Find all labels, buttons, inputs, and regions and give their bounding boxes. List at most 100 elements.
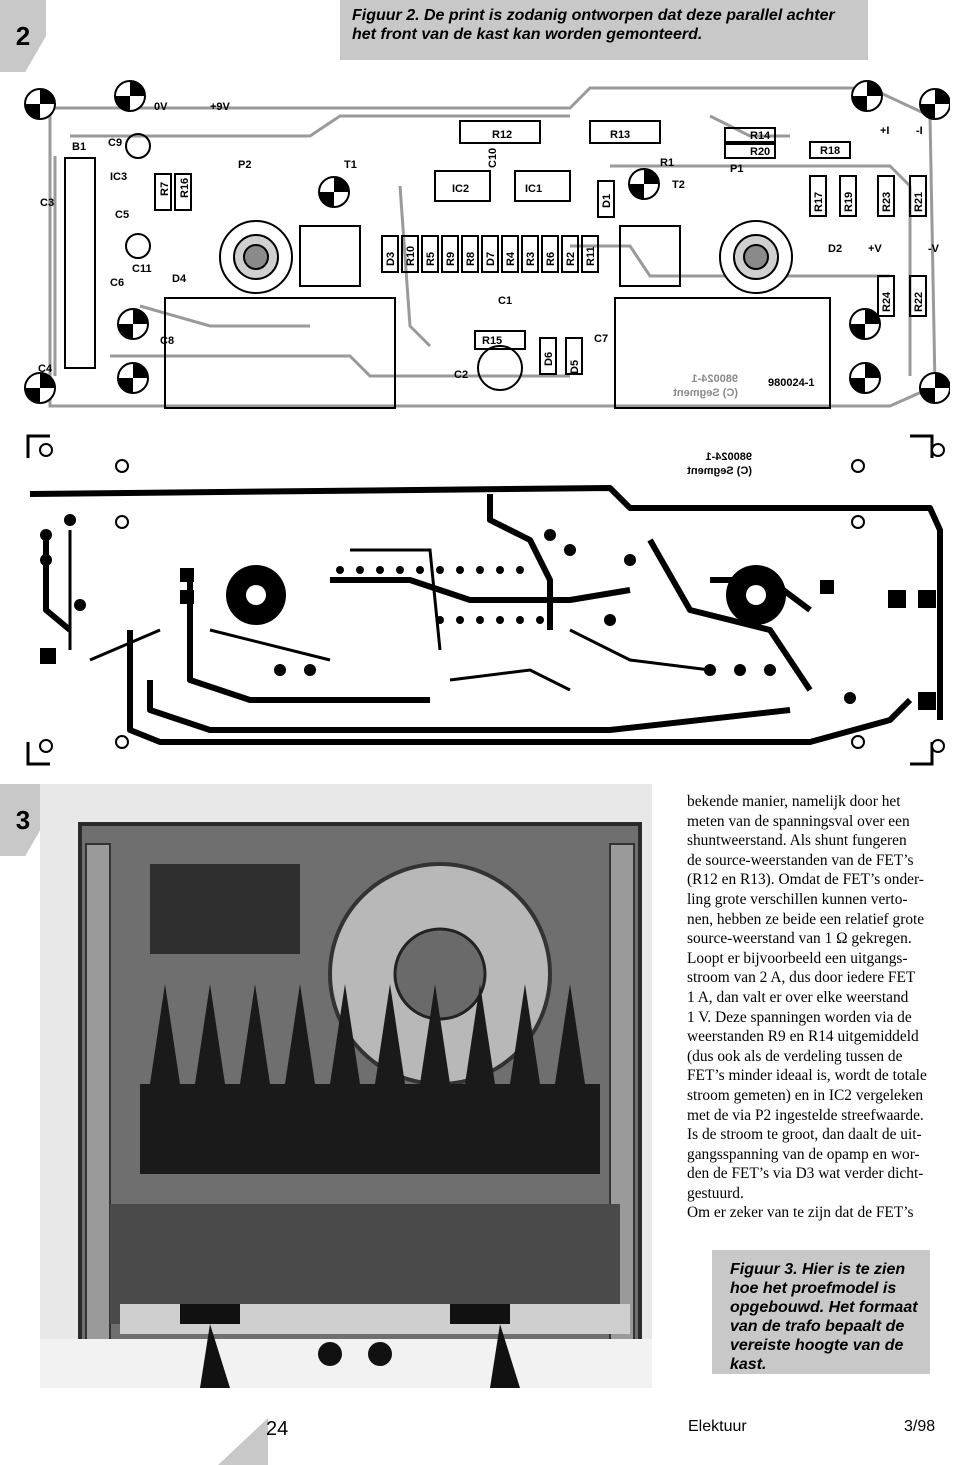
article-line: Om er zeker van te zijn dat de FET’s — [687, 1204, 914, 1222]
label-ic1: IC1 — [525, 183, 542, 195]
label-r20: R20 — [750, 146, 770, 158]
registration-mark-icon — [114, 80, 146, 112]
article-line: (dus ook als de verdeling tussen de — [687, 1047, 903, 1065]
registration-mark-icon — [851, 80, 883, 112]
article-line: bekende manier, namelijk door het — [687, 793, 901, 810]
label-r6: R6 — [545, 252, 557, 266]
article-line: 1 V. Deze spanningen worden via de — [687, 1008, 912, 1026]
label-minus-i: -I — [916, 125, 923, 137]
prototype-photo — [40, 784, 652, 1388]
article-line: met de via P2 ingestelde streefwaarde. — [687, 1106, 924, 1124]
registration-mark-icon — [24, 88, 56, 120]
label-ic2: IC2 — [452, 183, 469, 195]
article-line: (R12 en R13). Omdat de FET’s onder- — [687, 871, 924, 889]
label-r16: R16 — [179, 178, 191, 198]
label-d3: D3 — [385, 252, 397, 266]
label-r19: R19 — [843, 192, 855, 212]
label-p2: P2 — [238, 159, 251, 171]
potentiometer-p1-graphic — [719, 220, 793, 294]
mirrored-copyright-copper: (C) Segment — [687, 465, 752, 477]
label-plus-9v: +9V — [210, 101, 231, 113]
figure-3-caption: Figuur 3. Hier is te zien hoe het proefm… — [712, 1250, 930, 1374]
potentiometer-p2-graphic — [219, 220, 293, 294]
label-c8: C8 — [160, 335, 174, 347]
label-r24: R24 — [881, 291, 893, 312]
article-line: 1 A, dan valt er over elke weerstand — [687, 988, 909, 1006]
label-c5: C5 — [115, 209, 129, 221]
label-d5: D5 — [569, 360, 581, 374]
prototype-photo-illustration — [40, 784, 652, 1388]
registration-mark-icon — [24, 372, 56, 404]
label-r10: R10 — [405, 246, 417, 266]
figure-2-caption: Figuur 2. De print is zodanig ontworpen … — [340, 0, 868, 60]
registration-mark-icon — [849, 362, 881, 394]
article-line: source-weerstand van 1 Ω gekregen. — [687, 930, 912, 948]
mirrored-board-code-top: 980024-1 — [692, 373, 739, 385]
label-r23: R23 — [881, 192, 893, 212]
label-r21: R21 — [913, 192, 925, 212]
issue-number: 3/98 — [904, 1418, 936, 1435]
label-c2: C2 — [454, 369, 468, 381]
label-d7: D7 — [485, 252, 497, 266]
article-line: Loopt er bijvoorbeeld een uitgangs- — [687, 949, 908, 967]
label-plus-i: +I — [880, 125, 889, 137]
footer-corner-triangle — [218, 1418, 268, 1465]
label-c10: C10 — [487, 148, 499, 168]
pcb-component-layout: 0V +9V B1 C9 IC3 C3 C5 C6 C11 R7 R16 D4 … — [10, 76, 951, 420]
label-c9: C9 — [108, 137, 122, 149]
label-c4: C4 — [38, 363, 53, 375]
article-line: nen, hebben ze beide een relatief grote — [687, 910, 925, 928]
label-c3: C3 — [40, 197, 54, 209]
pcb-copper-layout: 980024-1 (C) Segment — [10, 430, 950, 770]
label-d4: D4 — [172, 273, 187, 285]
label-d6: D6 — [543, 352, 555, 366]
label-minus-v: -V — [928, 243, 940, 255]
article-line: weerstanden R9 en R14 uitgemiddeld — [687, 1028, 919, 1046]
label-0v: 0V — [154, 101, 168, 113]
registration-mark-icon — [117, 308, 149, 340]
label-ic3: IC3 — [110, 171, 127, 183]
label-r17: R17 — [813, 192, 825, 212]
label-r14: R14 — [750, 130, 771, 142]
registration-mark-icon — [318, 176, 350, 208]
label-b1: B1 — [72, 141, 86, 153]
label-c6: C6 — [110, 277, 124, 289]
label-r4: R4 — [505, 251, 517, 266]
article-line: Is de stroom te groot, dan daalt de uit- — [687, 1126, 922, 1144]
magazine-name: Elektuur — [688, 1418, 747, 1435]
article-line: de source-weerstanden van de FET’s — [687, 851, 914, 869]
article-line: gestuurd. — [687, 1184, 744, 1202]
label-t1: T1 — [344, 159, 357, 171]
pcb-copper-layout-drawing: 980024-1 (C) Segment — [26, 434, 945, 766]
label-r3: R3 — [525, 252, 537, 266]
registration-mark-icon — [849, 308, 881, 340]
label-r15: R15 — [482, 335, 502, 347]
label-r7: R7 — [159, 182, 171, 196]
registration-mark-icon — [117, 362, 149, 394]
article-line: gangsspanning van de opamp en wor- — [687, 1145, 920, 1163]
article-line: meten van de spanningsval over een — [687, 812, 910, 830]
figure-3-number: 3 — [15, 804, 31, 835]
label-r11: R11 — [585, 246, 597, 266]
label-p1: P1 — [730, 163, 743, 175]
article-body: bekende manier, namelijk door het meten … — [687, 792, 959, 1223]
label-r12: R12 — [492, 129, 512, 141]
article-line: ling grote verschillen kunnen verto- — [687, 890, 908, 908]
article-line: FET’s minder ideaal is, wordt de totale — [687, 1067, 927, 1085]
label-c11: C11 — [132, 263, 152, 275]
label-r22: R22 — [913, 292, 925, 312]
label-r2: R2 — [565, 252, 577, 266]
label-d1: D1 — [601, 194, 613, 208]
article-line: den de FET’s via D3 wat verder dicht- — [687, 1165, 924, 1183]
registration-mark-icon — [628, 168, 660, 200]
label-r5: R5 — [425, 252, 437, 266]
label-r13: R13 — [610, 129, 630, 141]
registration-mark-icon — [919, 88, 951, 120]
label-r8: R8 — [465, 252, 477, 266]
figure-2-number: 2 — [15, 20, 31, 51]
label-t2: T2 — [672, 179, 685, 191]
label-d2: D2 — [828, 243, 842, 255]
label-r9: R9 — [445, 252, 457, 266]
pcb-component-layout-drawing: 0V +9V B1 C9 IC3 C3 C5 C6 C11 R7 R16 D4 … — [24, 80, 951, 409]
page-number: 24 — [266, 1418, 289, 1440]
